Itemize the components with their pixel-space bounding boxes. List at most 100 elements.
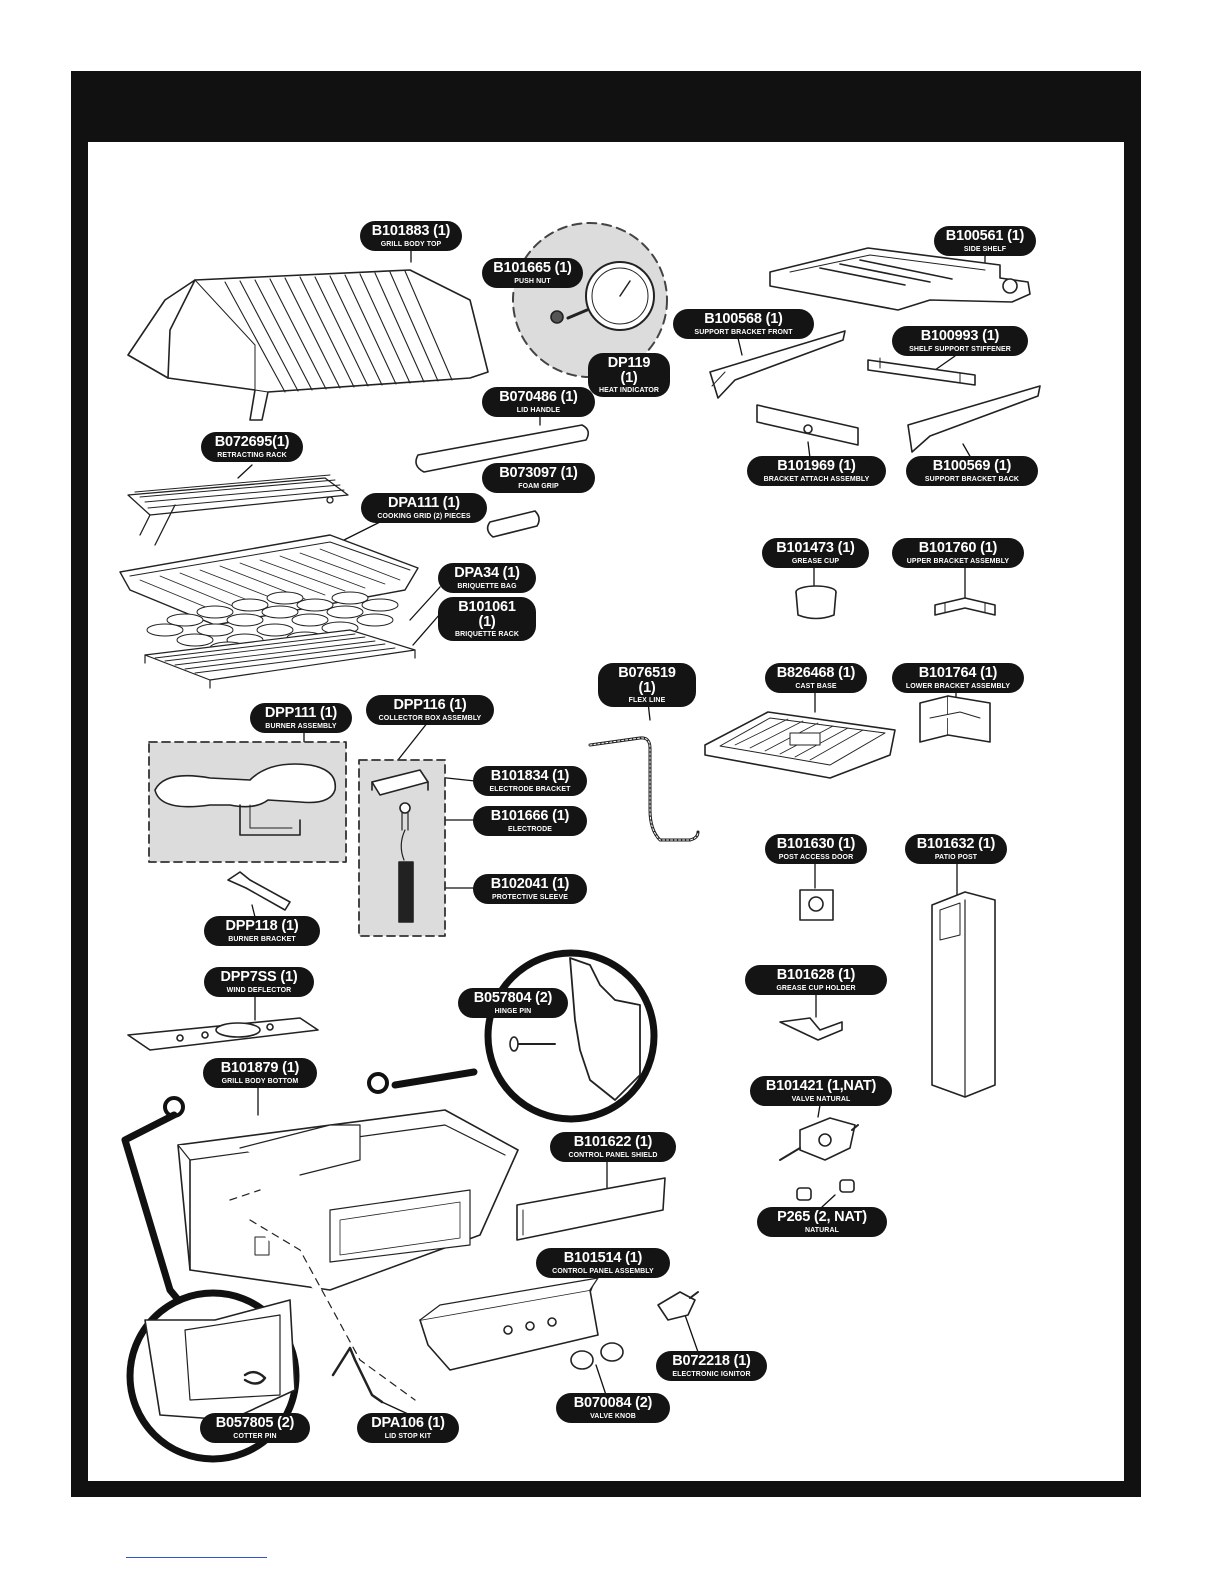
electronic-ignitor xyxy=(657,1291,699,1321)
part-name: GRILL BODY BOTTOM xyxy=(221,1077,299,1085)
part-tag: B101760 (1) UPPER BRACKET ASSEMBLY xyxy=(892,538,1024,568)
lower-bracket-assembly xyxy=(919,695,991,743)
part-tag: B101473 (1) GREASE CUP xyxy=(762,538,869,568)
part-name: WIND DEFLECTOR xyxy=(226,986,292,994)
part-name: SIDE SHELF xyxy=(963,245,1007,253)
upper-bracket-assembly xyxy=(934,597,996,616)
burner-assembly xyxy=(148,741,347,863)
collector-box-assembly xyxy=(358,759,446,937)
part-code: DPP7SS (1) xyxy=(220,969,298,985)
part-tag: B100568 (1) SUPPORT BRACKET FRONT xyxy=(673,309,814,339)
part-code: B101666 (1) xyxy=(490,808,570,824)
part-name: COOKING GRID (2) PIECES xyxy=(377,512,471,520)
part-name: ELECTRODE BRACKET xyxy=(489,785,571,793)
side-shelf xyxy=(769,247,1031,311)
part-tag: DPA106 (1) LID STOP KIT xyxy=(357,1413,459,1443)
part-name: CONTROL PANEL SHIELD xyxy=(568,1151,658,1159)
control-panel-assembly xyxy=(419,1277,599,1371)
part-tag: DPA34 (1) BRIQUETTE BAG xyxy=(438,563,536,593)
part-code: B101514 (1) xyxy=(563,1250,643,1266)
part-code: B101760 (1) xyxy=(918,540,998,556)
part-name: RETRACTING RACK xyxy=(217,451,287,459)
part-tag: DPA111 (1) COOKING GRID (2) PIECES xyxy=(361,493,487,523)
part-tag: B101666 (1) ELECTRODE xyxy=(473,806,587,836)
part-name: VALVE KNOB xyxy=(590,1412,636,1420)
lid-stop-kit xyxy=(331,1346,384,1404)
grill-body-top xyxy=(127,269,489,421)
part-name: FLEX LINE xyxy=(628,697,666,704)
part-code: B072695(1) xyxy=(214,434,290,450)
part-name: HINGE PIN xyxy=(494,1007,532,1015)
orifice-fittings xyxy=(796,1179,855,1201)
part-name: ELECTRODE xyxy=(507,825,553,833)
part-code: B100993 (1) xyxy=(920,328,1000,344)
part-code: B100561 (1) xyxy=(945,228,1025,244)
foam-grip xyxy=(486,510,540,538)
control-panel-shield xyxy=(516,1177,666,1241)
part-name: GREASE CUP HOLDER xyxy=(776,984,856,992)
valve-knobs xyxy=(570,1342,624,1370)
bracket-attach-assembly xyxy=(756,404,859,446)
part-tag: B101764 (1) LOWER BRACKET ASSEMBLY xyxy=(892,663,1024,693)
part-name: HEAT INDICATOR xyxy=(598,387,660,394)
part-tag: B070084 (2) VALVE KNOB xyxy=(556,1393,670,1423)
flex-line xyxy=(588,736,700,842)
part-code: B101622 (1) xyxy=(573,1134,653,1150)
part-code: B101473 (1) xyxy=(776,540,855,556)
part-tag: B100993 (1) SHELF SUPPORT STIFFENER xyxy=(892,326,1028,356)
wind-deflector xyxy=(127,1017,319,1051)
part-tag: B101514 (1) CONTROL PANEL ASSEMBLY xyxy=(536,1248,670,1278)
hinge-pin-detail xyxy=(391,949,658,1123)
part-name: LID HANDLE xyxy=(516,406,561,414)
part-tag: B101061 (1) BRIQUETTE RACK xyxy=(438,597,536,641)
part-code: B101061 (1) xyxy=(458,599,516,630)
part-name: UPPER BRACKET ASSEMBLY xyxy=(906,557,1010,565)
support-bracket-back xyxy=(907,385,1041,453)
grease-cup-holder xyxy=(779,1017,843,1041)
part-tag: B101665 (1) PUSH NUT xyxy=(482,258,583,288)
part-name: LOWER BRACKET ASSEMBLY xyxy=(905,682,1011,690)
patio-post xyxy=(931,891,996,1098)
post-access-door xyxy=(799,889,834,921)
part-tag: B101883 (1) GRILL BODY TOP xyxy=(360,221,462,251)
part-code: B101879 (1) xyxy=(220,1060,300,1076)
part-tag: B057804 (2) HINGE PIN xyxy=(458,988,568,1018)
part-name: SHELF SUPPORT STIFFENER xyxy=(909,345,1011,353)
part-code: B101632 (1) xyxy=(916,836,996,852)
part-tag: B073097 (1) FOAM GRIP xyxy=(482,463,595,493)
burner-bracket xyxy=(227,871,291,911)
part-code: DPP118 (1) xyxy=(225,918,299,934)
part-name: SUPPORT BRACKET FRONT xyxy=(694,328,793,336)
part-code: B072218 (1) xyxy=(672,1353,751,1369)
part-code: DPA111 (1) xyxy=(388,495,460,511)
part-tag: B826468 (1) CAST BASE xyxy=(765,663,867,693)
part-tag: B101969 (1) BRACKET ATTACH ASSEMBLY xyxy=(747,456,886,486)
part-name: FOAM GRIP xyxy=(518,482,559,490)
grease-cup xyxy=(795,585,837,620)
part-name: COLLECTOR BOX ASSEMBLY xyxy=(378,714,482,722)
part-tag: B072695(1) RETRACTING RACK xyxy=(201,432,303,462)
footer-link-underline[interactable] xyxy=(126,1557,267,1558)
part-code: B826468 (1) xyxy=(776,665,856,681)
part-tag: B070486 (1) LID HANDLE xyxy=(482,387,595,417)
part-code: B101665 (1) xyxy=(493,260,572,276)
part-code: B101421 (1,NAT) xyxy=(765,1078,877,1094)
part-tag: B072218 (1) ELECTRONIC IGNITOR xyxy=(656,1351,767,1381)
part-tag: B101630 (1) POST ACCESS DOOR xyxy=(765,834,867,864)
part-tag: B101834 (1) ELECTRODE BRACKET xyxy=(473,766,587,796)
part-name: BRACKET ATTACH ASSEMBLY xyxy=(763,475,870,483)
part-name: CAST BASE xyxy=(795,682,837,690)
part-tag: B100569 (1) SUPPORT BRACKET BACK xyxy=(906,456,1038,486)
part-code: B070486 (1) xyxy=(499,389,578,405)
part-code: P265 (2, NAT) xyxy=(777,1209,867,1225)
part-tag: DPP118 (1) BURNER BRACKET xyxy=(204,916,320,946)
part-tag: B101879 (1) GRILL BODY BOTTOM xyxy=(203,1058,317,1088)
part-tag: B101628 (1) GREASE CUP HOLDER xyxy=(745,965,887,995)
part-name: CONTROL PANEL ASSEMBLY xyxy=(552,1267,654,1275)
part-code: B076519 (1) xyxy=(618,665,676,696)
support-bracket-front xyxy=(709,330,846,399)
retracting-rack xyxy=(127,474,349,546)
part-code: DPP116 (1) xyxy=(393,697,467,713)
part-code: DPA106 (1) xyxy=(371,1415,445,1431)
